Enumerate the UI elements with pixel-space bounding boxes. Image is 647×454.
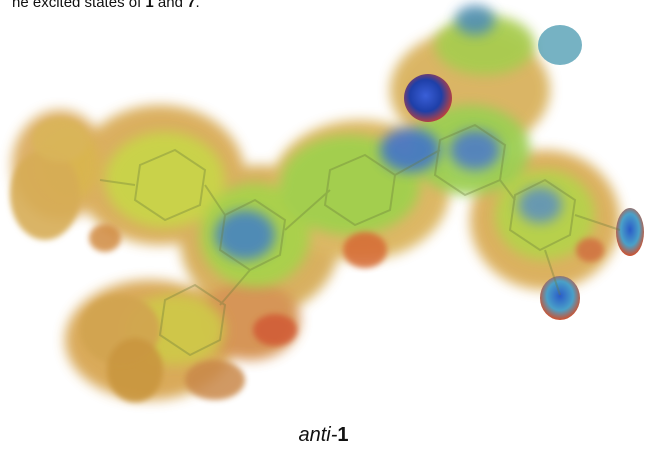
surface-red-regions	[89, 224, 604, 400]
methyl-groups	[10, 118, 163, 402]
terminal-groups	[538, 25, 644, 320]
figure-caption: he excited states of 1 and 7.	[12, 0, 200, 11]
molecular-skeleton	[99, 123, 621, 357]
surface-blue-regions	[215, 5, 562, 260]
blue-lobe-top	[404, 74, 452, 122]
molecule-label: anti-1	[298, 424, 349, 446]
